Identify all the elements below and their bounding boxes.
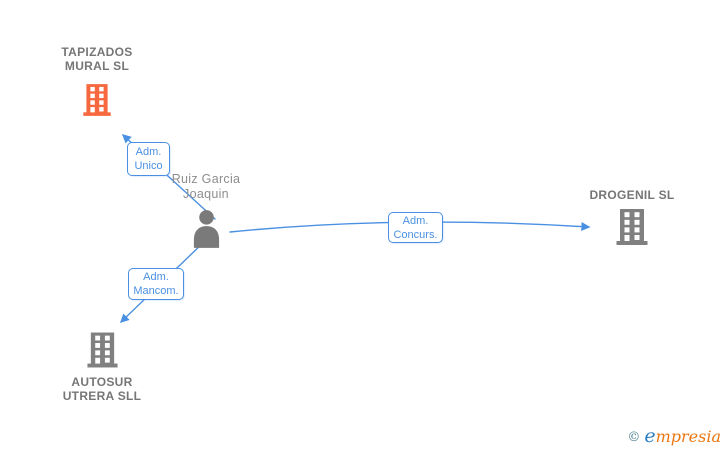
person-name-line: Joaquin (183, 187, 229, 201)
person-name: Ruiz Garcia Joaquin (172, 172, 241, 202)
building-icon (86, 332, 118, 368)
company-name-line: DROGENIL SL (589, 188, 675, 202)
company-name: AUTOSUR UTRERA SLL (63, 375, 142, 403)
company-name-line: MURAL SL (64, 59, 130, 73)
company-node-tapizados[interactable]: TAPIZADOS MURAL SL (37, 45, 157, 118)
brand-text-e: e (644, 425, 656, 447)
company-node-autosur[interactable]: AUTOSUR UTRERA SLL (43, 332, 161, 403)
empresia-logo: ©empresia (627, 425, 721, 447)
brand-text: mpresia (655, 427, 721, 446)
company-name: DROGENIL SL (589, 188, 674, 202)
copyright-symbol: © (627, 430, 641, 445)
person-name-line: Ruiz Garcia (171, 172, 241, 186)
relation-label-adm-concurs: Adm. Concurs. (388, 212, 443, 243)
relation-label-adm-mancom: Adm. Mancom. (128, 268, 184, 300)
company-name-line: UTRERA SLL (62, 389, 142, 403)
relation-label-line: Mancom. (133, 285, 179, 297)
person-node-ruiz-garcia-joaquin[interactable]: Ruiz Garcia Joaquin (151, 172, 261, 248)
relation-label-line: Adm. (135, 146, 162, 158)
relation-label-line: Concurs. (393, 228, 438, 241)
relation-label-line: Adm. (402, 214, 429, 227)
person-icon (193, 210, 219, 248)
company-name: TAPIZADOS MURAL SL (61, 45, 132, 73)
company-name-line: TAPIZADOS (61, 45, 133, 59)
building-icon (83, 84, 111, 116)
relation-label-line: Unico (134, 160, 163, 172)
company-node-drogenil[interactable]: DROGENIL SL (572, 188, 692, 246)
relation-label-line: Adm. (143, 271, 169, 283)
relation-label-adm-unico: Adm. Unico (127, 142, 170, 176)
building-icon (616, 209, 648, 245)
company-name-line: AUTOSUR (71, 375, 133, 389)
